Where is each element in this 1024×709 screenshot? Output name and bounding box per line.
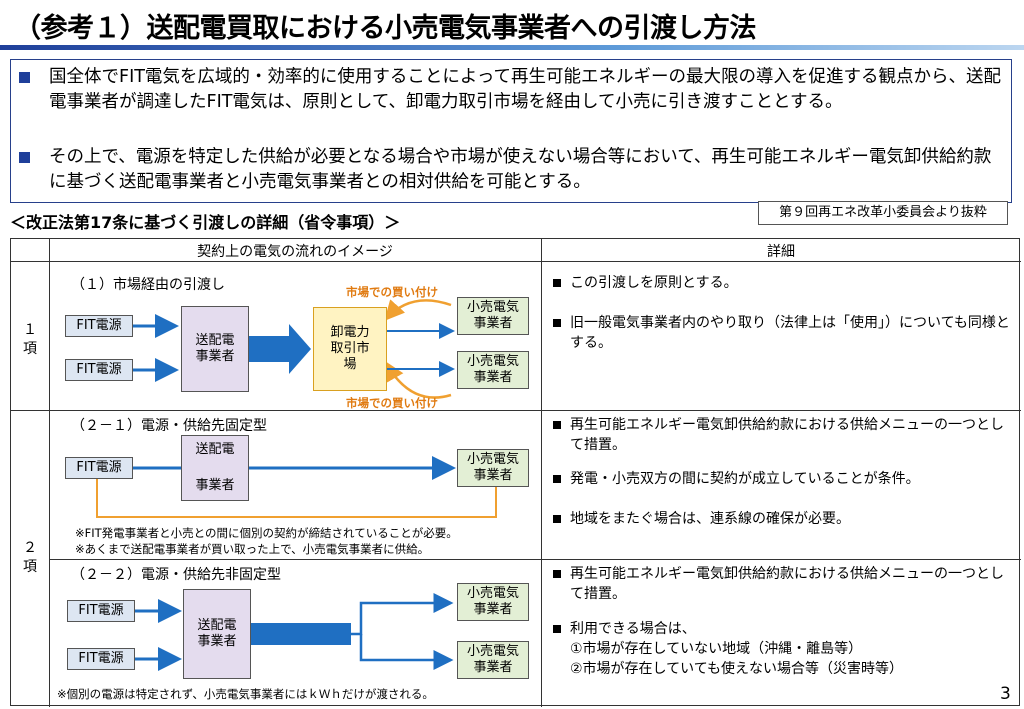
- fit-source-box: FIT電源: [65, 315, 133, 337]
- market-buy-label: 市場での買い付け: [346, 396, 438, 410]
- retailer-box: 小売電気 事業者: [457, 449, 529, 487]
- market-buy-arrow: [384, 299, 452, 321]
- flow-arrow: [351, 593, 454, 636]
- retailer-box: 小売電気 事業者: [457, 297, 529, 335]
- diagram-note: ※あくまで送配電事業者が買い取った上で、小売電気事業者に供給。: [75, 542, 430, 556]
- square-bullet-icon: [553, 515, 561, 523]
- retailer-box: 小売電気 事業者: [457, 641, 529, 679]
- square-bullet-icon: [19, 72, 30, 83]
- square-bullet-icon: [553, 279, 561, 287]
- flow-arrow: [359, 634, 454, 670]
- header-detail: 詳細: [767, 244, 795, 260]
- distributor-box: 送配電 事業者: [183, 589, 251, 679]
- fit-source-box: FIT電源: [67, 648, 135, 670]
- wholesale-market-box: 卸電力 取引市 場: [313, 307, 387, 391]
- market-buy-arrow: [384, 360, 452, 399]
- detail-item: 再生可能エネルギー電気卸供給約款における供給メニューの一つとして措置。: [553, 415, 1011, 455]
- square-bullet-icon: [553, 570, 561, 578]
- page-number: 3: [1000, 684, 1011, 704]
- distributor-box: 送配電 事業者: [181, 435, 249, 501]
- row-label-1: １ 項: [23, 322, 37, 357]
- square-bullet-icon: [553, 475, 561, 483]
- detail-item: 発電・小売双方の間に契約が成立していることが条件。: [553, 469, 1011, 489]
- fit-source-box: FIT電源: [65, 359, 133, 381]
- summary-box: 国全体でFIT電気を広域的・効率的に使用することによって再生可能エネルギーの最大…: [10, 59, 1012, 203]
- diagram-subtitle: （２－１）電源・供給先固定型: [71, 418, 267, 434]
- page-title: （参考１）送配電買取における小売電気事業者への引渡し方法: [14, 13, 757, 44]
- diagram-subtitle: （２－２）電源・供給先非固定型: [71, 567, 281, 583]
- retailer-box: 小売電気 事業者: [457, 351, 529, 389]
- detail-item: この引渡しを原則とする。: [553, 273, 1011, 293]
- table-divider: [11, 410, 1021, 411]
- square-bullet-icon: [19, 152, 30, 163]
- table-divider: [11, 261, 1021, 262]
- flow-arrow: [251, 623, 351, 645]
- table-divider: [541, 239, 542, 707]
- square-bullet-icon: [553, 421, 561, 429]
- table-divider: [49, 239, 50, 707]
- detail-item: 利用できる場合は、 ①市場が存在していない地域（沖縄・離島等） ②市場が存在して…: [553, 619, 1011, 679]
- fit-source-box: FIT電源: [67, 600, 135, 622]
- summary-bullet: 国全体でFIT電気を広域的・効率的に使用することによって再生可能エネルギーの最大…: [19, 65, 1004, 115]
- detail-item: 再生可能エネルギー電気卸供給約款における供給メニューの一つとして措置。: [553, 564, 1011, 604]
- diagram-subtitle: （１）市場経由の引渡し: [71, 277, 225, 293]
- flow-arrows: [96, 299, 497, 671]
- diagram-note: ※個別の電源は特定されず、小売電気事業者にはｋＷｈだけが渡される。: [57, 687, 434, 701]
- title-underline: [0, 45, 1024, 50]
- header-image: 契約上の電気の流れのイメージ: [197, 244, 393, 260]
- summary-bullet: その上で、電源を特定した供給が必要となる場合や市場が使えない場合等において、再生…: [19, 145, 1004, 195]
- source-note: 第９回再エネ改革小委員会より抜粋: [758, 201, 1008, 225]
- retailer-box: 小売電気 事業者: [457, 583, 529, 621]
- fit-source-box: FIT電源: [65, 457, 133, 479]
- detail-item: 旧一般電気事業者内のやり取り（法律上は「使用」）についても同様とする。: [553, 313, 1011, 353]
- square-bullet-icon: [553, 625, 561, 633]
- diagram-note: ※FIT発電事業者と小売との間に個別の契約が締結されていることが必要。: [75, 526, 458, 540]
- detail-table: 契約上の電気の流れのイメージ 詳細 １ 項 ２ 項: [10, 238, 1021, 707]
- distributor-box: 送配電 事業者: [181, 306, 249, 392]
- flow-arrow: [249, 324, 311, 374]
- detail-item: 地域をまたぐ場合は、連系線の確保が必要。: [553, 509, 1011, 529]
- market-buy-label: 市場での買い付け: [346, 285, 438, 299]
- contract-line: [96, 479, 497, 518]
- row-label-2: ２ 項: [23, 540, 37, 575]
- table-divider: [49, 559, 1021, 560]
- square-bullet-icon: [553, 319, 561, 327]
- section-heading: ＜改正法第17条に基づく引渡しの詳細（省令事項）＞: [10, 213, 401, 232]
